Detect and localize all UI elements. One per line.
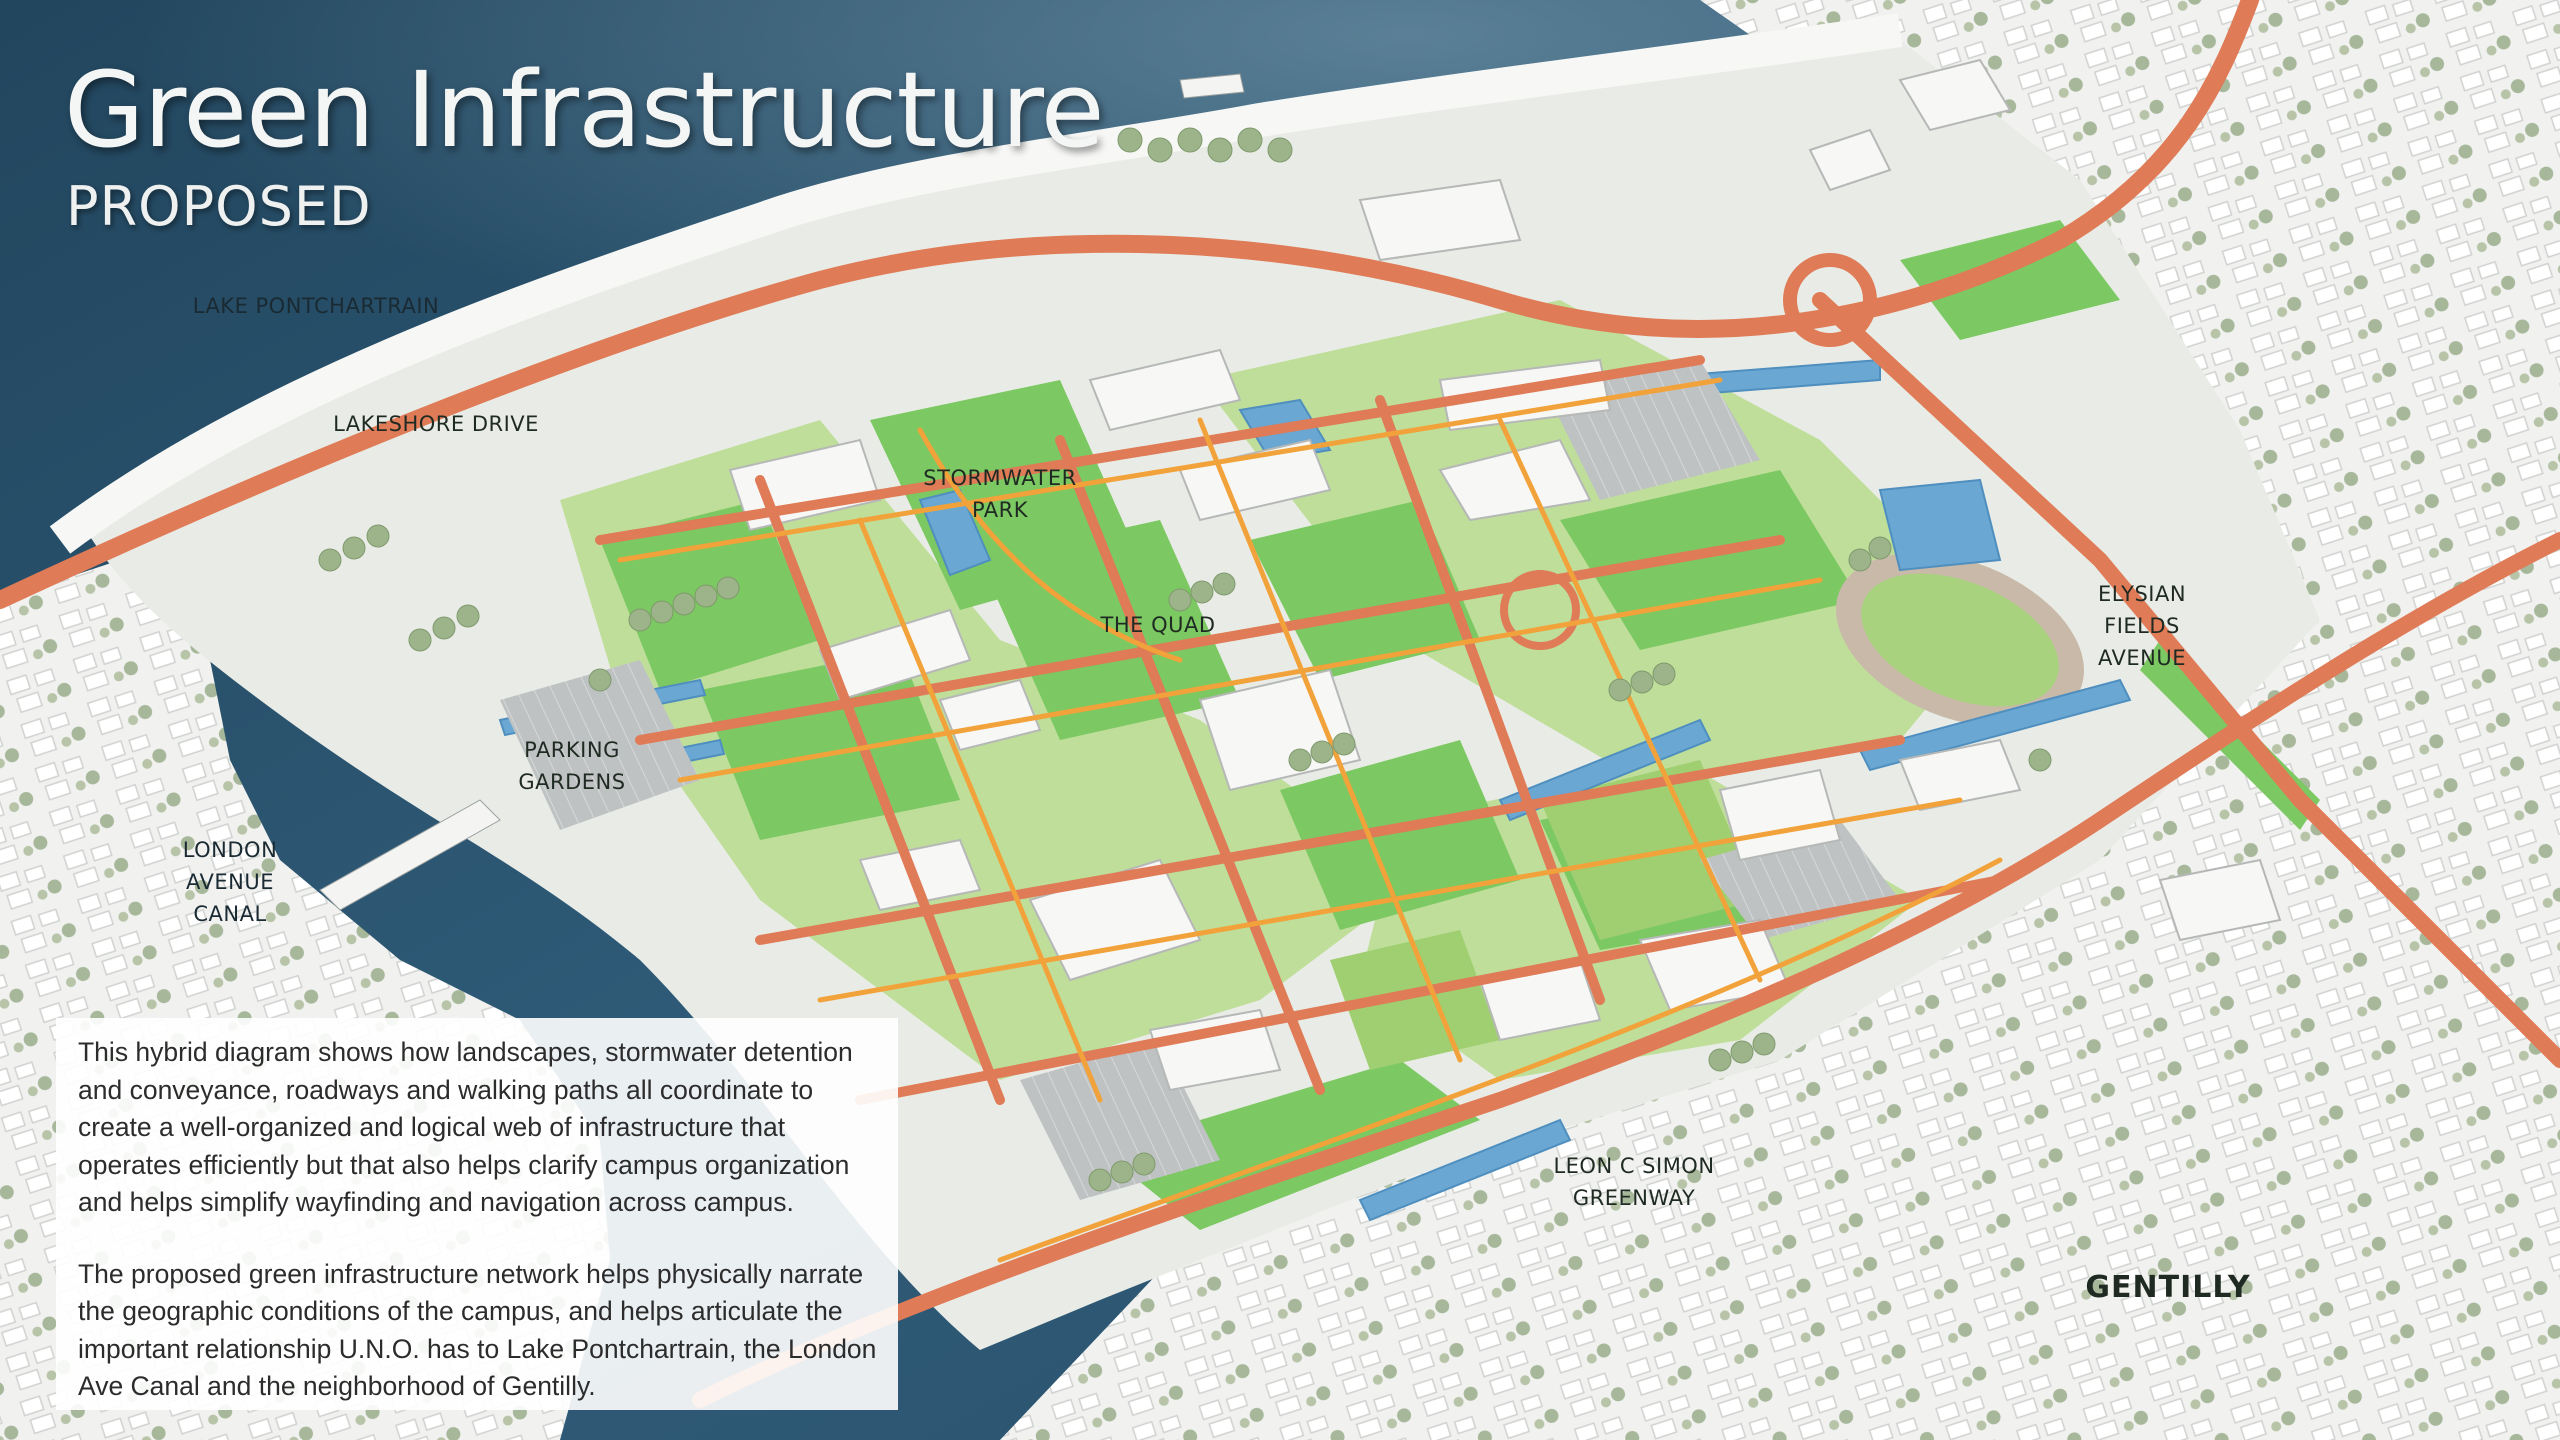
label-elysian-fields-avenue: ELYSIAN FIELDS AVENUE <box>2097 582 2187 670</box>
label-parking-gardens: PARKING GARDENS <box>518 738 626 794</box>
label-lakeshore-drive: LAKESHORE DRIVE <box>333 412 539 436</box>
walking-paths <box>617 377 2003 1263</box>
roadways <box>0 0 2560 1408</box>
stormwater-detention <box>498 358 2132 1222</box>
description-paragraph-1: This hybrid diagram shows how landscapes… <box>78 1037 853 1217</box>
description-panel: This hybrid diagram shows how landscapes… <box>56 1018 898 1410</box>
campus-buildings <box>728 58 2282 1092</box>
map-subtitle: PROPOSED <box>66 175 372 238</box>
description-paragraph-2: The proposed green infrastructure networ… <box>78 1258 877 1402</box>
label-gentilly: GENTILLY <box>2085 1270 2251 1305</box>
label-the-quad: THE QUAD <box>1100 613 1216 637</box>
label-leon-c-simon-greenway: LEON C SIMON GREENWAY <box>1553 1154 1715 1210</box>
shoreline-levee <box>49 13 1903 554</box>
label-lake-pontchartrain: LAKE PONTCHARTRAIN <box>192 294 440 318</box>
sports-field <box>1540 760 1760 940</box>
label-london-avenue-canal: LONDON AVENUE CANAL <box>182 838 278 926</box>
map-title: Green Infrastructure <box>64 49 1105 171</box>
tree-canopy <box>318 127 2052 1192</box>
label-stormwater-park: STORMWATER PARK <box>923 466 1077 522</box>
pier <box>319 799 501 911</box>
